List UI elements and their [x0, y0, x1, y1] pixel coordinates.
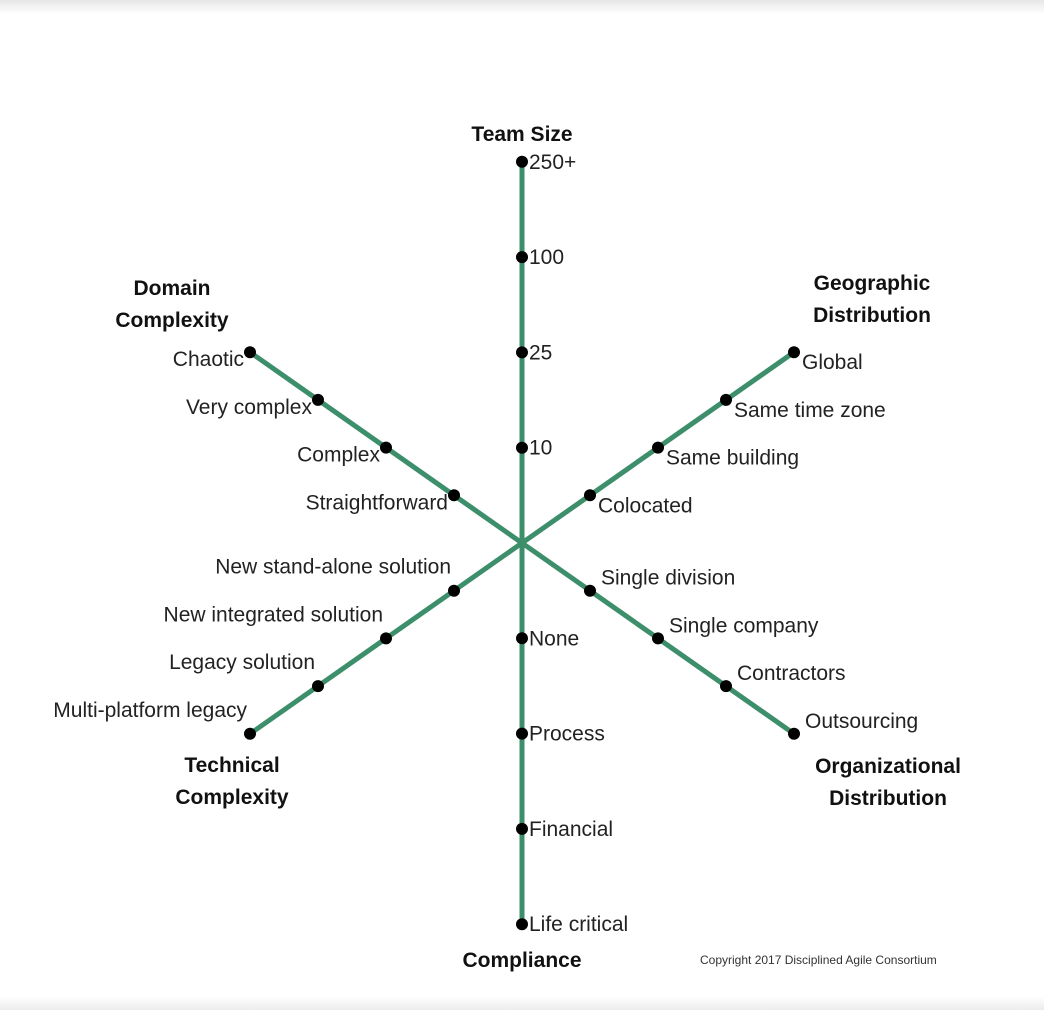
organizational-distribution-point-label: Single division [601, 567, 735, 590]
geographic-distribution-point [652, 441, 664, 454]
compliance-point [516, 918, 528, 931]
team-size-point-label: 250+ [529, 151, 576, 174]
domain-complexity-point-label: Complex [297, 444, 380, 467]
geographic-distribution-point [720, 393, 732, 406]
team-size-point-label: 25 [529, 341, 552, 364]
geographic-distribution-title: Geographic [814, 272, 931, 295]
technical-complexity-point-label: New stand-alone solution [215, 556, 451, 579]
domain-complexity-point [312, 393, 324, 406]
team-size-point-label: 10 [529, 437, 552, 460]
team-size-point [516, 155, 528, 168]
organizational-distribution-title: Organizational [815, 755, 961, 778]
organizational-distribution-title: Distribution [829, 787, 947, 810]
domain-complexity-title: Domain [133, 277, 210, 300]
compliance-title: Compliance [462, 949, 581, 972]
team-size-point [516, 346, 528, 359]
organizational-distribution-point-label: Contractors [737, 662, 846, 685]
compliance-point-label: None [529, 627, 579, 650]
copyright-text: Copyright 2017 Disciplined Agile Consort… [700, 953, 937, 967]
compliance-point [516, 632, 528, 645]
technical-complexity-point-label: Multi-platform legacy [53, 699, 247, 722]
technical-complexity-point [244, 727, 256, 740]
team-size-title: Team Size [471, 123, 572, 146]
geographic-distribution-point-label: Colocated [598, 494, 693, 517]
team-size-point [516, 251, 528, 264]
technical-complexity-title: Technical [184, 754, 279, 777]
domain-complexity-point-label: Very complex [186, 396, 313, 419]
compliance-point [516, 822, 528, 835]
bottom-edge [0, 996, 1044, 1010]
domain-complexity-point [244, 346, 256, 359]
organizational-distribution-point-label: Outsourcing [805, 710, 918, 733]
geographic-distribution-point-label: Same time zone [734, 399, 886, 422]
geographic-distribution-point [788, 346, 800, 359]
team-size-point [516, 441, 528, 454]
technical-complexity-point-label: New integrated solution [164, 603, 383, 626]
technical-complexity-point-label: Legacy solution [169, 651, 315, 674]
technical-complexity-title: Complexity [175, 786, 289, 809]
domain-complexity-point [380, 441, 392, 454]
compliance-point-label: Financial [529, 818, 613, 841]
domain-complexity-point-label: Straightforward [306, 491, 448, 514]
compliance-point-label: Process [529, 723, 605, 746]
technical-complexity-point [448, 584, 460, 597]
technical-complexity-point [380, 632, 392, 645]
compliance-point [516, 727, 528, 740]
compliance-point-label: Life critical [529, 913, 628, 936]
domain-complexity-point-label: Chaotic [173, 348, 244, 371]
organizational-distribution-point [720, 680, 732, 693]
domain-complexity-point [448, 489, 460, 502]
organizational-distribution-point-label: Single company [669, 614, 819, 637]
technical-complexity-point [312, 680, 324, 693]
geographic-distribution-point [584, 489, 596, 502]
geographic-distribution-point-label: Global [802, 351, 863, 374]
organizational-distribution-point [652, 632, 664, 645]
geographic-distribution-title: Distribution [813, 304, 931, 327]
organizational-distribution-point [788, 727, 800, 740]
organizational-distribution-point [584, 584, 596, 597]
top-edge [0, 0, 1044, 14]
domain-complexity-title: Complexity [115, 309, 229, 332]
team-size-point-label: 100 [529, 246, 564, 269]
geographic-distribution-point-label: Same building [666, 447, 799, 470]
